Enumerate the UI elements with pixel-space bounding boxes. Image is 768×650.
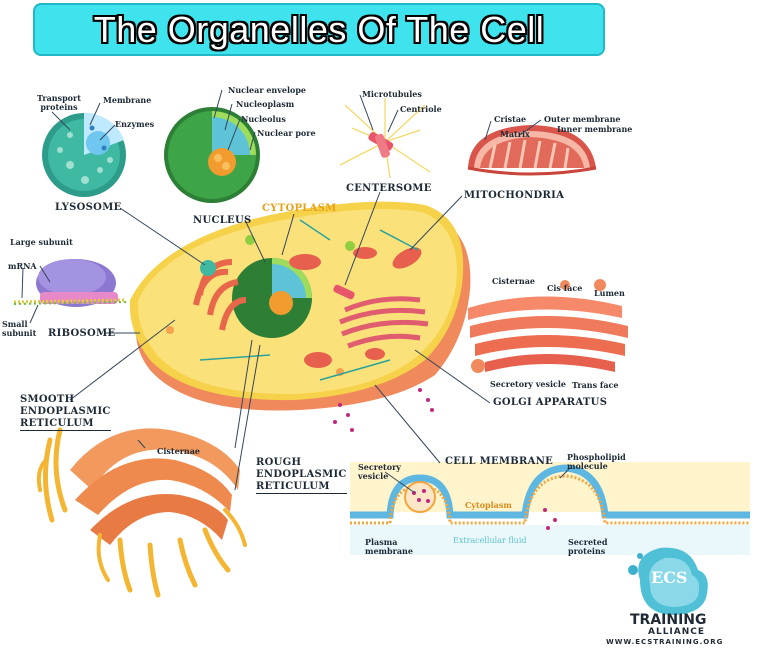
golgi-illustration (468, 279, 628, 373)
page-title: The Organelles Of The Cell (93, 9, 545, 50)
secreted-proteins-label: Secreted proteins (568, 537, 608, 556)
title-banner: The Organelles Of The Cell (33, 3, 605, 56)
centriole-label: Centriole (400, 104, 442, 114)
nucleus-illustration (164, 107, 260, 203)
rough-er-label: ROUGH ENDOPLASMIC RETICULUM (256, 457, 347, 494)
ecs-logo (628, 547, 708, 615)
er-cisternae-label: Cisternae (157, 446, 200, 456)
logo-url: WWW.ECSTRAINING.ORG (606, 638, 724, 646)
golgi-secretory-vesicle-label: Secretory vesicle (490, 379, 567, 389)
matrix-label: Matrix (500, 129, 530, 139)
nuclear-envelope-label: Nuclear envelope (228, 85, 307, 95)
cristae-label: Cristae (494, 114, 527, 124)
outer-membrane-label: Outer membrane (544, 114, 621, 124)
lysosome-transport-label: Transport proteins (37, 93, 81, 112)
centrosome-illustration (339, 98, 431, 179)
mitochondria-label: MITOCHONDRIA (464, 190, 565, 201)
lumen-label: Lumen (594, 288, 625, 298)
phospholipid-label: Phospholipid molecule (567, 452, 626, 471)
large-subunit-label: Large subunit (10, 237, 73, 247)
animal-cell-illustration (129, 201, 471, 432)
membrane-cytoplasm-label: Cytoplasm (465, 500, 512, 510)
ribosome-illustration (13, 259, 127, 307)
nuclear-pore-label: Nuclear pore (257, 128, 316, 138)
nucleus-label: NUCLEUS (193, 215, 252, 226)
lysosome-illustration (42, 112, 126, 197)
leader-lines (21, 89, 571, 494)
lysosome-membrane-label: Membrane (103, 95, 152, 105)
microtubules-label: Microtubules (362, 89, 422, 99)
golgi-apparatus-label: GOLGI APPARATUS (493, 397, 608, 408)
ribosome-label: RIBOSOME (48, 328, 116, 339)
logo-training: TRAINING (630, 612, 707, 628)
cis-face-label: Cis face (547, 283, 583, 293)
inner-membrane-label: Inner membrane (557, 124, 633, 134)
golgi-cisternae-label: Cisternae (492, 276, 535, 286)
lysosome-enzymes-label: Enzymes (115, 119, 155, 129)
logo-initials: ECS (651, 568, 688, 587)
cell-membrane-illustration (350, 462, 750, 555)
smooth-er-label: SMOOTH ENDOPLASMIC RETICULUM (20, 394, 111, 431)
logo-alliance: ALLIANCE (648, 627, 706, 637)
nucleolus-label: Nucleolus (241, 114, 286, 124)
er-illustration (36, 427, 247, 598)
lysosome-label: LYSOSOME (55, 202, 122, 213)
plasma-membrane-label: Plasma membrane (365, 537, 413, 556)
mitochondria-illustration (467, 125, 597, 176)
cytoplasm-label: CYTOPLASM (262, 203, 337, 214)
nucleoplasm-label: Nucleoplasm (236, 99, 295, 109)
small-subunit-label: Small subunit (2, 319, 37, 338)
cell-membrane-label: CELL MEMBRANE (445, 456, 554, 467)
centersome-label: CENTERSOME (346, 183, 432, 194)
trans-face-label: Trans face (572, 380, 619, 390)
secretory-vesicle-label: Secretory vesicle (358, 462, 401, 481)
extracellular-fluid-label: Extracellular fluid (453, 536, 527, 545)
mrna-label: mRNA (8, 261, 37, 271)
